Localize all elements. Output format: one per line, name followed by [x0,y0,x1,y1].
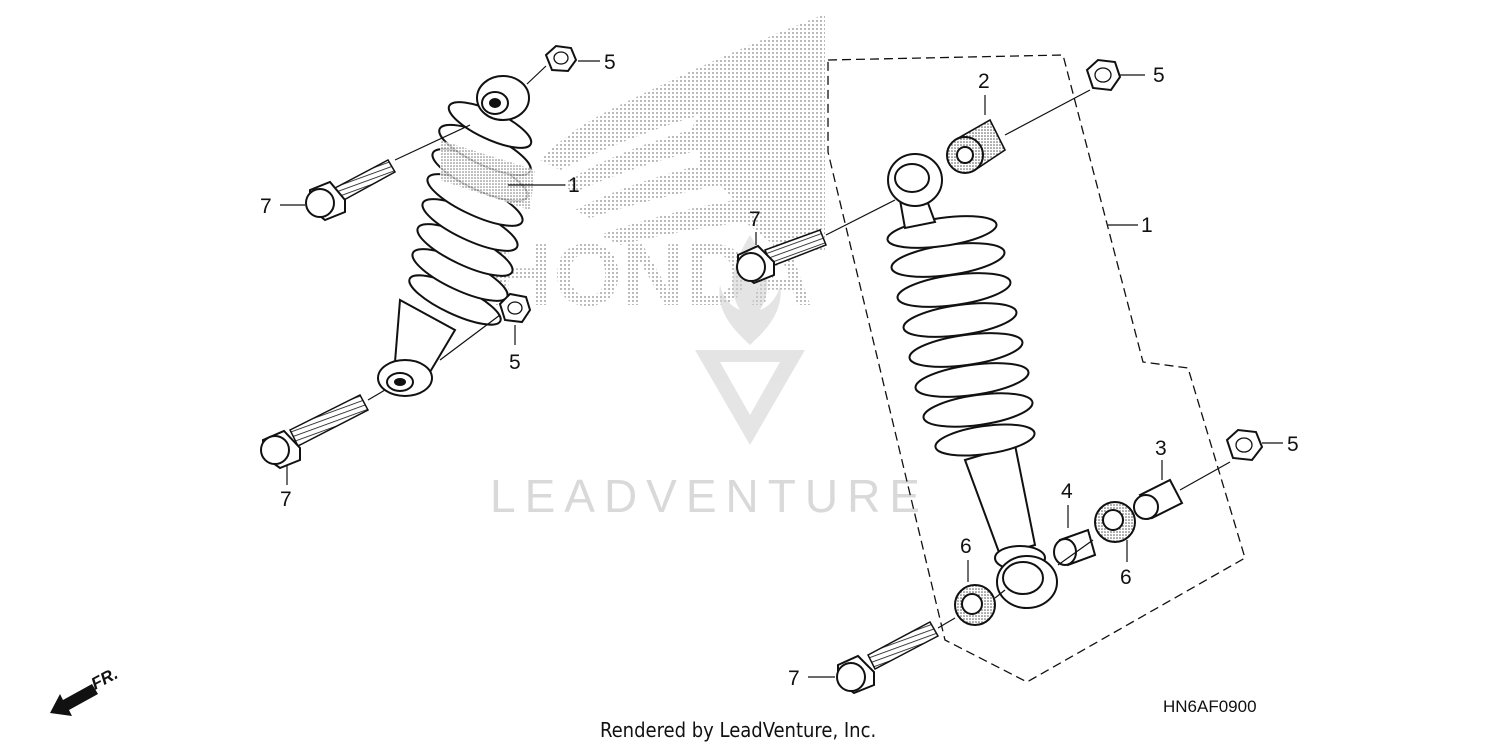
callout-left-top-bolt: 7 [260,195,272,218]
right-shock-absorber [886,153,1058,609]
callout-left-top-nut: 5 [604,51,616,74]
callout-right-bottom-bolt: 7 [788,667,800,690]
right-bottom-bolt [836,620,940,695]
rendered-by-footer: Rendered by LeadVenture, Inc. [600,718,876,742]
callout-right-top-nut: 5 [1153,64,1165,87]
callout-left-spring: 1 [568,174,580,197]
front-direction-indicator: FR. [50,664,121,716]
right-top-bolt [736,229,827,285]
callout-bushing-top: 2 [978,70,990,93]
callout-collar: 3 [1155,437,1167,460]
honda-wing-watermark: HONDA [490,14,825,324]
left-shock-absorber [377,75,535,397]
leadventure-logo-watermark [695,235,805,445]
front-arrow-icon [50,684,98,716]
callout-bushing-bottom: 4 [1061,480,1073,503]
diagram-code: HN6AF0900 [1163,697,1257,716]
callout-right-top-bolt: 7 [749,208,761,231]
callout-bearing-left: 6 [960,535,972,558]
right-top-nut [1085,58,1122,92]
left-top-nut [544,44,578,73]
callout-bearing-right: 6 [1120,566,1132,589]
bearing-left [954,584,996,626]
bearing-right [1094,501,1136,543]
callout-right-bottom-nut: 5 [1287,433,1299,456]
assembly-boundary [827,54,1246,683]
bottom-bushing [1053,528,1097,567]
left-bottom-bolt [260,394,370,470]
callout-left-bottom-nut: 5 [509,351,521,374]
top-bushing [946,118,1007,174]
left-top-bolt [305,159,397,222]
collar [1133,478,1184,520]
right-bottom-nut [1225,428,1264,462]
right-spring [886,215,1036,457]
leadventure-watermark-text: LEADVENTURE [490,470,929,522]
callout-left-bottom-bolt: 7 [280,488,292,511]
left-bottom-nut [498,292,532,324]
callout-right-assembly: 1 [1141,214,1153,237]
